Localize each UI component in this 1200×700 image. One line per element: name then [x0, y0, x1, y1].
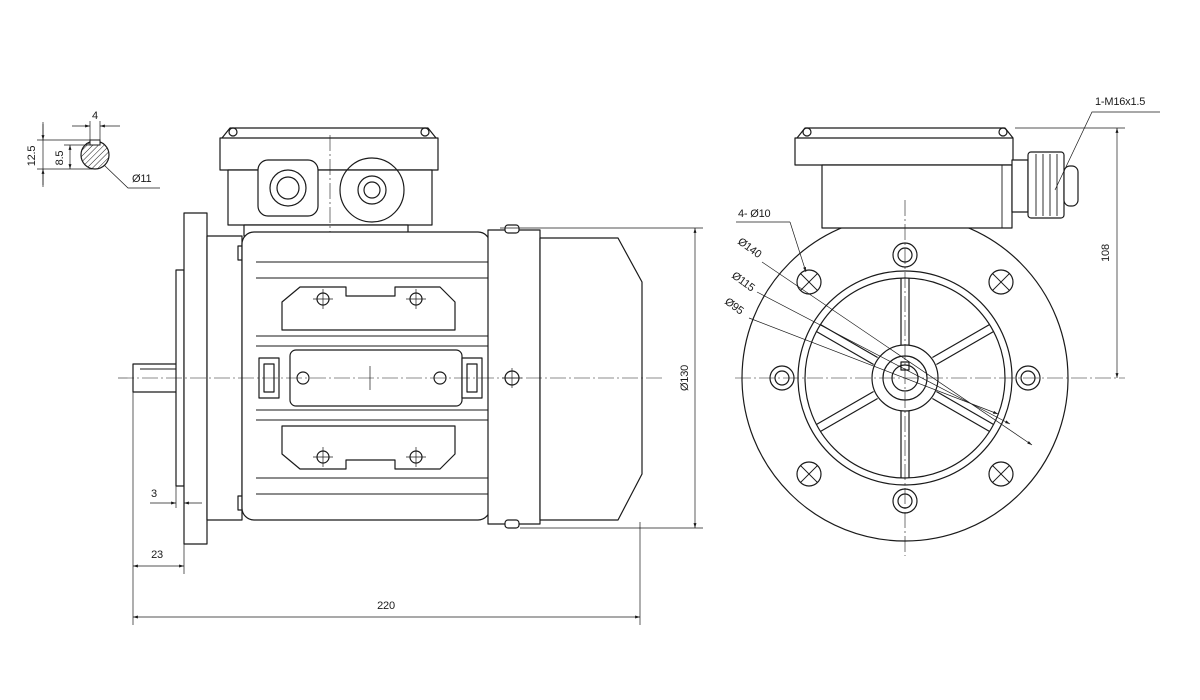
terminal-box-top: [796, 127, 1014, 139]
fan-cover: [539, 237, 643, 521]
hole-cross: [800, 273, 818, 291]
cable-gland-side: [257, 159, 319, 217]
mounting-hole: [988, 461, 1014, 487]
end-shield: [487, 229, 541, 525]
blanking-plug-core: [363, 181, 381, 199]
key-depth-label: 8.5: [54, 151, 66, 166]
hole-cross: [992, 465, 1010, 483]
front-view: 1-M16x1.5 108 4- Ø10 Ø140 Ø115 Ø95: [722, 96, 1160, 556]
mounting-holes-label: 4- Ø10: [738, 208, 771, 220]
mounting-hole: [796, 461, 822, 487]
flange: [183, 212, 208, 545]
spoke-edge: [820, 397, 878, 433]
spigot-diameter-line: [748, 317, 999, 415]
mounting-holes-leader: [789, 221, 807, 273]
end-shield-bolt-bottom: [504, 519, 520, 529]
cable-gland-leader: [1054, 111, 1160, 191]
spigot-step-label: 3: [151, 488, 157, 500]
spokes: [816, 278, 994, 478]
lid-screw-right: [420, 127, 430, 137]
overall-length-label: 220: [377, 600, 395, 612]
housing-diameter-label: Ø130: [679, 365, 691, 391]
flange-diameter-line: [761, 261, 1033, 446]
mounting-boss-bottom: [281, 425, 456, 470]
terminal-box-top: [221, 127, 437, 139]
shaft-length-label: 23: [151, 549, 163, 561]
spoke-edge: [932, 323, 990, 359]
terminal-box-lid: [219, 137, 439, 171]
shaft-diameter-leader: [103, 164, 160, 189]
side-view: Ø130 3 23 220: [118, 127, 703, 625]
gland-base: [1011, 159, 1029, 213]
lid-screw-left: [228, 127, 238, 137]
spoke-edge: [936, 390, 994, 426]
key-width-label: 4: [92, 110, 98, 122]
terminal-box-body: [821, 164, 1013, 229]
gland-nut: [1027, 151, 1065, 219]
mounting-hole: [988, 269, 1014, 295]
hole-cross: [992, 273, 1010, 291]
overall-height-label: 12.5: [26, 146, 38, 167]
shaft-height-label: 108: [1100, 244, 1112, 262]
spoke-edge: [932, 397, 990, 433]
lid-screw-right: [998, 127, 1008, 137]
terminal-box-side: [219, 127, 439, 242]
hole-cross: [800, 465, 818, 483]
blanking-plug-ring: [357, 175, 387, 205]
spoke-edge: [936, 330, 994, 366]
spoke-edge: [816, 330, 874, 366]
terminal-box-lid: [794, 137, 1014, 166]
cable-gland-bore: [276, 176, 300, 200]
cable-gland-ring: [269, 169, 307, 207]
key-seat: [89, 139, 101, 146]
shaft-diameter-label: Ø11: [132, 173, 151, 185]
spoke-edge: [816, 390, 874, 426]
blanking-plug: [339, 157, 405, 223]
lid-screw-left: [802, 127, 812, 137]
cable-gland-label: 1-M16x1.5: [1095, 96, 1145, 108]
shaft-section-detail: 4 12.5 8.5 Ø11: [26, 110, 160, 189]
cooling-fins: [256, 261, 488, 495]
gland-dome: [1063, 165, 1079, 207]
mounting-boss-top: [281, 286, 456, 331]
end-shield-bolt-top: [504, 224, 520, 234]
